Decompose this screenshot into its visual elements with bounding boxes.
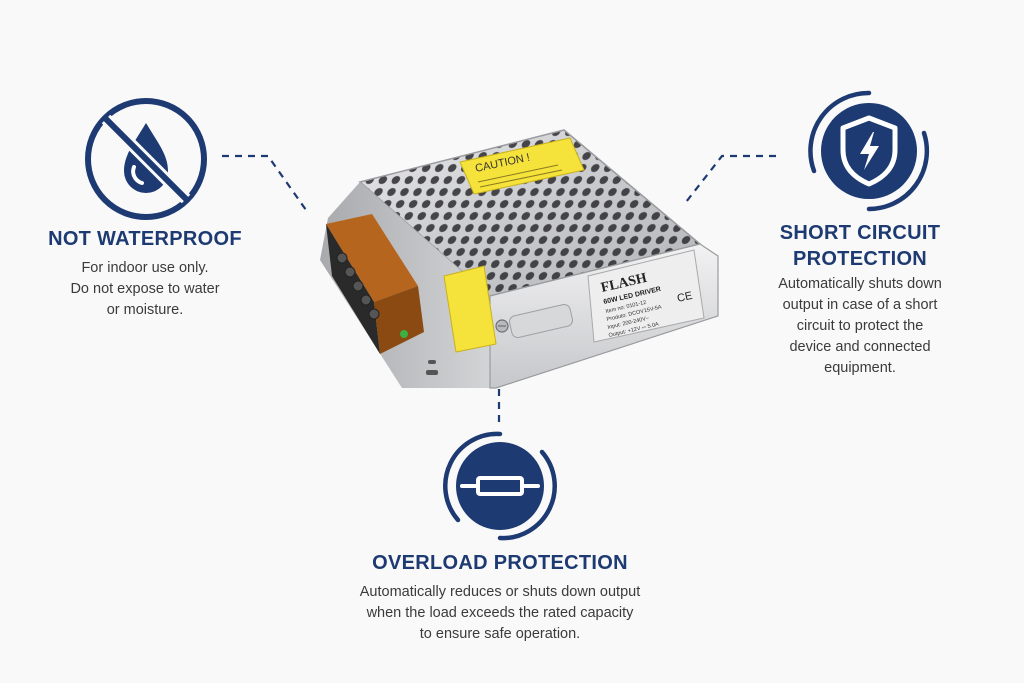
description-line: Automatically reduces or shuts down outp… xyxy=(359,584,641,600)
no-water-drop-icon xyxy=(85,98,207,220)
led-driver-product-image: CAUTION ! FLASH 60W xyxy=(318,126,722,392)
short-circuit-description: Automatically shuts down output in case … xyxy=(750,274,970,379)
overload-title: OVERLOAD PROTECTION xyxy=(372,552,628,574)
short-circuit-title: SHORT CIRCUIT PROTECTION xyxy=(750,220,970,272)
description-line: device and connected xyxy=(789,339,931,355)
not-waterproof-feature xyxy=(82,95,210,223)
description-line: equipment. xyxy=(824,360,896,376)
short-circuit-feature xyxy=(794,76,944,226)
overload-feature xyxy=(438,424,562,548)
description-line: output in case of a short xyxy=(782,297,938,313)
not-waterproof-title: NOT WATERPROOF xyxy=(48,228,242,250)
description-line: or moisture. xyxy=(106,302,184,318)
overload-description: Automatically reduces or shuts down outp… xyxy=(310,582,690,645)
description-line: For indoor use only. xyxy=(81,260,209,276)
shield-lightning-icon xyxy=(808,90,930,212)
fuse-icon xyxy=(443,431,557,541)
description-line: to ensure safe operation. xyxy=(419,626,581,642)
title-line: PROTECTION xyxy=(792,248,928,270)
description-line: Automatically shuts down xyxy=(778,276,942,292)
description-line: when the load exceeds the rated capacity xyxy=(366,605,634,621)
title-line: SHORT CIRCUIT xyxy=(779,222,941,244)
ce-mark: CE xyxy=(676,290,694,305)
not-waterproof-description: For indoor use only. Do not expose to wa… xyxy=(40,258,250,321)
description-line: Do not expose to water xyxy=(70,281,220,297)
description-line: circuit to protect the xyxy=(796,318,924,334)
